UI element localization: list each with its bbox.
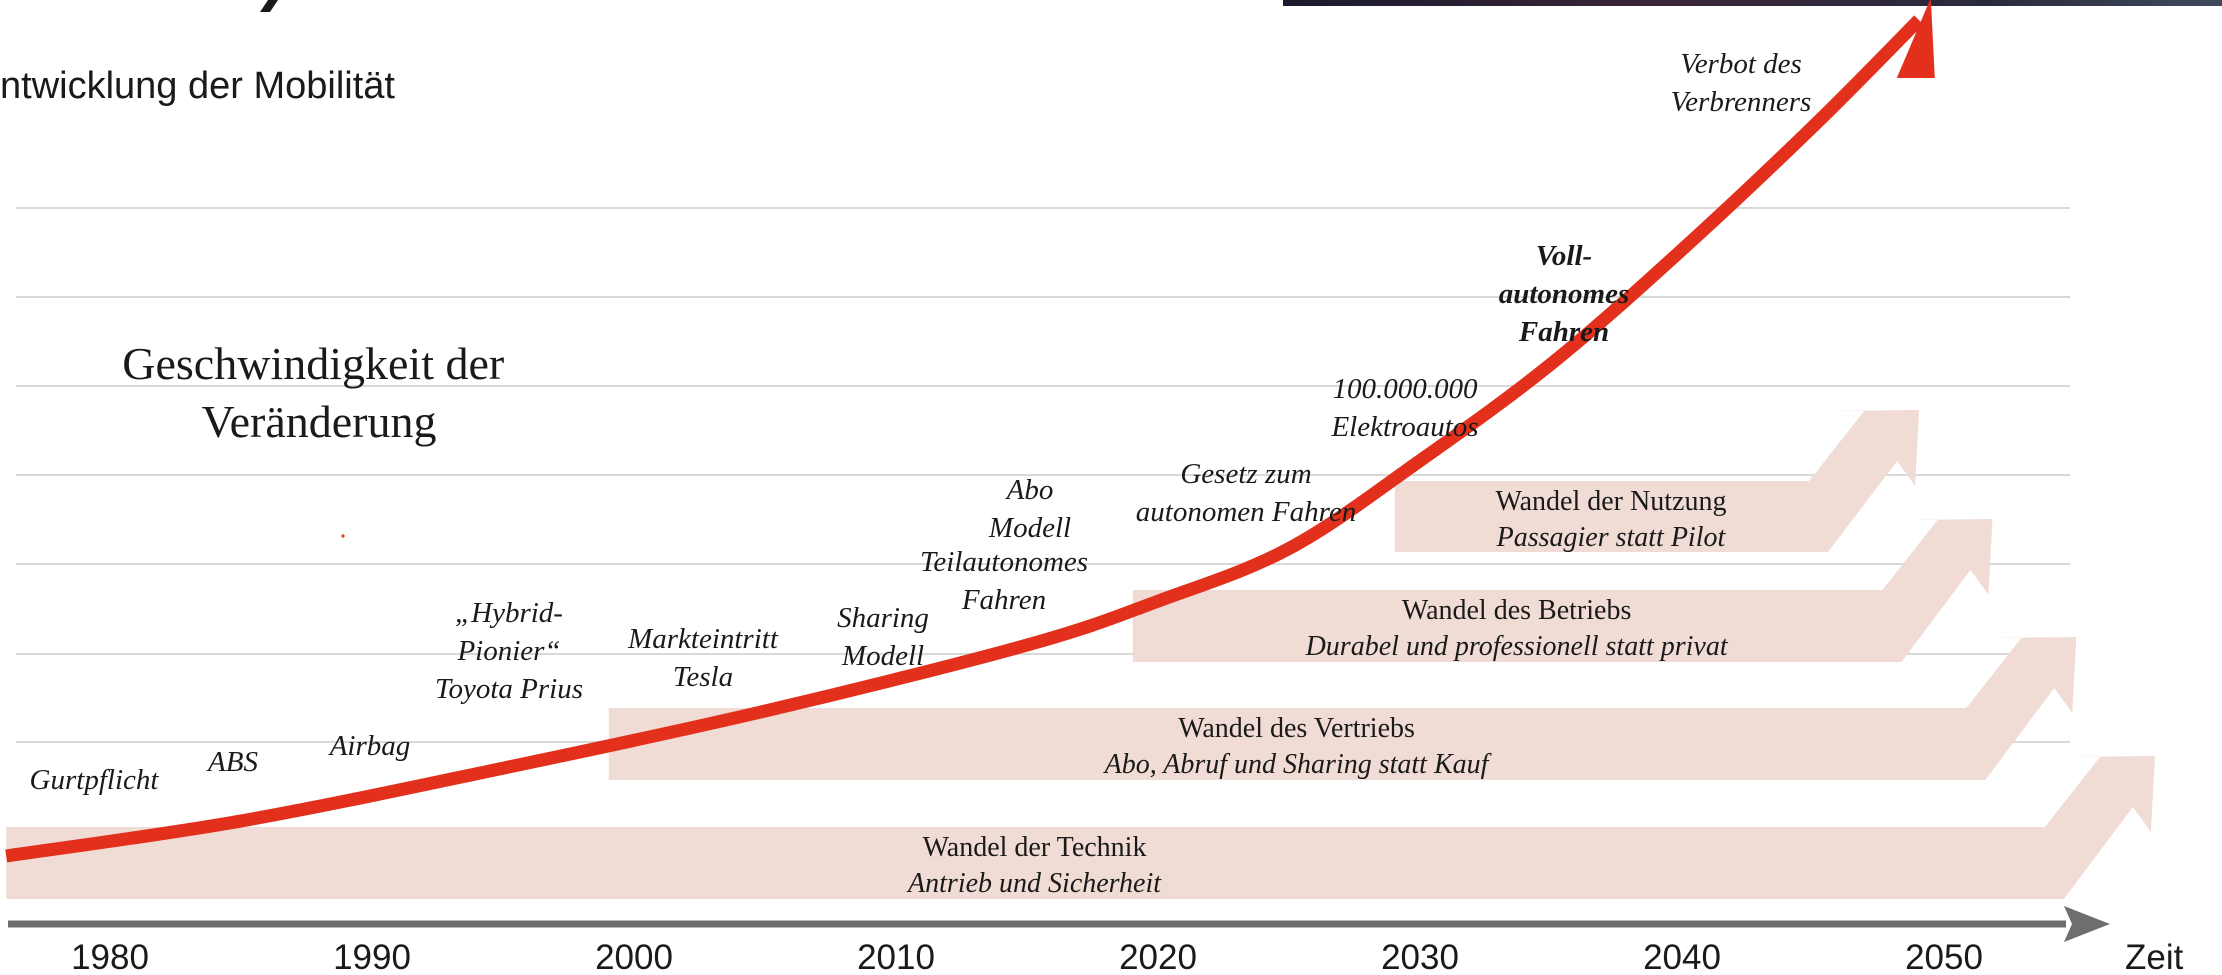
x-axis: 1980 1990 2000 2010 2020 2030 2040 2050 Zeit xyxy=(8,906,2184,975)
milestone-line: Gurtpflicht xyxy=(30,764,160,796)
band-title: Wandel der Nutzung xyxy=(1495,486,1726,517)
page-subtitle: ntwicklung der Mobilität xyxy=(0,65,395,107)
milestone-line: Verbrenners xyxy=(1671,86,1812,118)
milestone-label: Airbag xyxy=(328,730,411,762)
photo-strip xyxy=(1283,0,2222,6)
chart-title-line-2: Veränderung xyxy=(201,396,436,447)
x-axis-title: Zeit xyxy=(2125,938,2184,975)
band-arrow xyxy=(6,756,2155,899)
curve-arrowhead xyxy=(1896,0,1935,78)
x-axis-tick-labels: 1980 1990 2000 2010 2020 2030 2040 2050 xyxy=(71,938,1983,975)
acceleration-curve xyxy=(5,0,1935,863)
cropped-title-glyph xyxy=(260,0,278,12)
band-title: Wandel des Vertriebs xyxy=(1178,713,1415,744)
x-tick-label: 2000 xyxy=(595,938,673,975)
x-tick-label: 2040 xyxy=(1643,938,1721,975)
milestones: Gurtpflicht ABS Airbag „Hybrid- Pionier“ Toyo… xyxy=(30,48,1812,796)
milestone-line: Teilautonomes xyxy=(920,546,1088,578)
milestone-line: Verbot des xyxy=(1680,48,1802,80)
milestone-line: autonomes xyxy=(1499,278,1630,310)
band-subtitle: Antrieb und Sicherheit xyxy=(906,868,1162,899)
milestone-line: Airbag xyxy=(328,730,411,762)
x-axis-arrowhead xyxy=(2064,906,2110,942)
band-subtitle: Passagier statt Pilot xyxy=(1496,522,1727,553)
band-subtitle: Abo, Abruf und Sharing statt Kauf xyxy=(1103,749,1492,780)
gridlines xyxy=(16,207,2070,743)
milestone-line: Abo xyxy=(1005,474,1054,506)
milestone-line: Toyota Prius xyxy=(435,673,583,705)
x-tick-label: 2020 xyxy=(1119,938,1197,975)
milestone-line: Markteintritt xyxy=(627,623,779,655)
milestone-line: Voll- xyxy=(1536,240,1592,272)
band-arrow xyxy=(1132,519,1993,662)
milestone-line: Sharing xyxy=(837,602,929,634)
milestone-line: ABS xyxy=(206,746,258,778)
milestone-label: Gurtpflicht xyxy=(30,764,160,796)
x-tick-label: 2030 xyxy=(1381,938,1459,975)
x-tick-label: 2050 xyxy=(1905,938,1983,975)
milestone-line: Elektroautos xyxy=(1330,411,1478,443)
curve-line xyxy=(5,15,1924,863)
band-arrow xyxy=(608,637,2077,780)
milestone-line: Pionier“ xyxy=(456,635,560,667)
milestone-label: ABS xyxy=(206,746,258,778)
milestone-label: Gesetz zum autonomen Fahren xyxy=(1136,458,1356,528)
band-arrow xyxy=(1394,410,1920,552)
milestone-line: Fahren xyxy=(961,584,1046,616)
chart-title: Geschwindigkeit der Veränderung xyxy=(122,338,515,447)
milestone-line: Modell xyxy=(841,640,924,672)
milestone-line: Fahren xyxy=(1518,316,1609,348)
milestone-line: Gesetz zum xyxy=(1180,458,1311,490)
milestone-line: Tesla xyxy=(673,661,733,693)
milestone-line: 100.000.000 xyxy=(1333,373,1479,405)
milestone-line: autonomen Fahren xyxy=(1136,496,1356,528)
chart-title-line-1: Geschwindigkeit der xyxy=(122,338,504,389)
band-subtitle: Durabel und professionell statt privat xyxy=(1305,631,1729,662)
x-tick-label: 1980 xyxy=(71,938,149,975)
milestone-line: Modell xyxy=(988,512,1071,544)
red-dot xyxy=(341,534,345,538)
band-title: Wandel des Betriebs xyxy=(1402,595,1631,626)
milestone-label: „Hybrid- Pionier“ Toyota Prius xyxy=(435,597,583,705)
x-tick-label: 2010 xyxy=(857,938,935,975)
milestone-line: „Hybrid- xyxy=(455,597,563,629)
x-tick-label: 1990 xyxy=(333,938,411,975)
band-title: Wandel der Technik xyxy=(923,832,1147,863)
